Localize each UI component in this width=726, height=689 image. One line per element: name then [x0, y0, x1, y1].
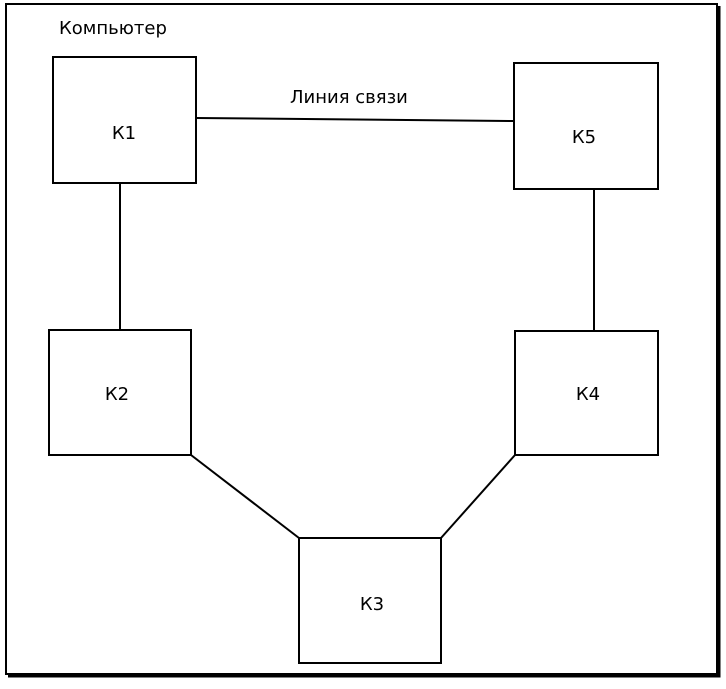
- node-k3: К3: [298, 537, 442, 664]
- link-k2-k3: [190, 454, 300, 539]
- node-label-k2: К2: [105, 384, 129, 405]
- link-k3-k4: [440, 454, 516, 539]
- node-label-k1: К1: [112, 123, 136, 144]
- node-k1: К1: [52, 56, 197, 184]
- node-box-k2: [48, 329, 192, 456]
- node-box-k5: [513, 62, 659, 190]
- frame-shadow: [8, 6, 721, 678]
- link-k1-k5: [195, 117, 515, 122]
- node-k2: К2: [48, 329, 192, 456]
- node-label-k5: К5: [572, 127, 596, 148]
- node-box-k3: [298, 537, 442, 664]
- node-label-k3: К3: [360, 594, 384, 615]
- node-k5: К5: [513, 62, 659, 190]
- link-label: Линия связи: [290, 87, 408, 108]
- diagram-frame: [5, 3, 718, 675]
- node-label-k4: К4: [576, 384, 600, 405]
- node-box-k4: [514, 330, 659, 456]
- node-box-k1: [52, 56, 197, 184]
- node-k4: К4: [514, 330, 659, 456]
- diagram-title: Компьютер: [59, 18, 167, 39]
